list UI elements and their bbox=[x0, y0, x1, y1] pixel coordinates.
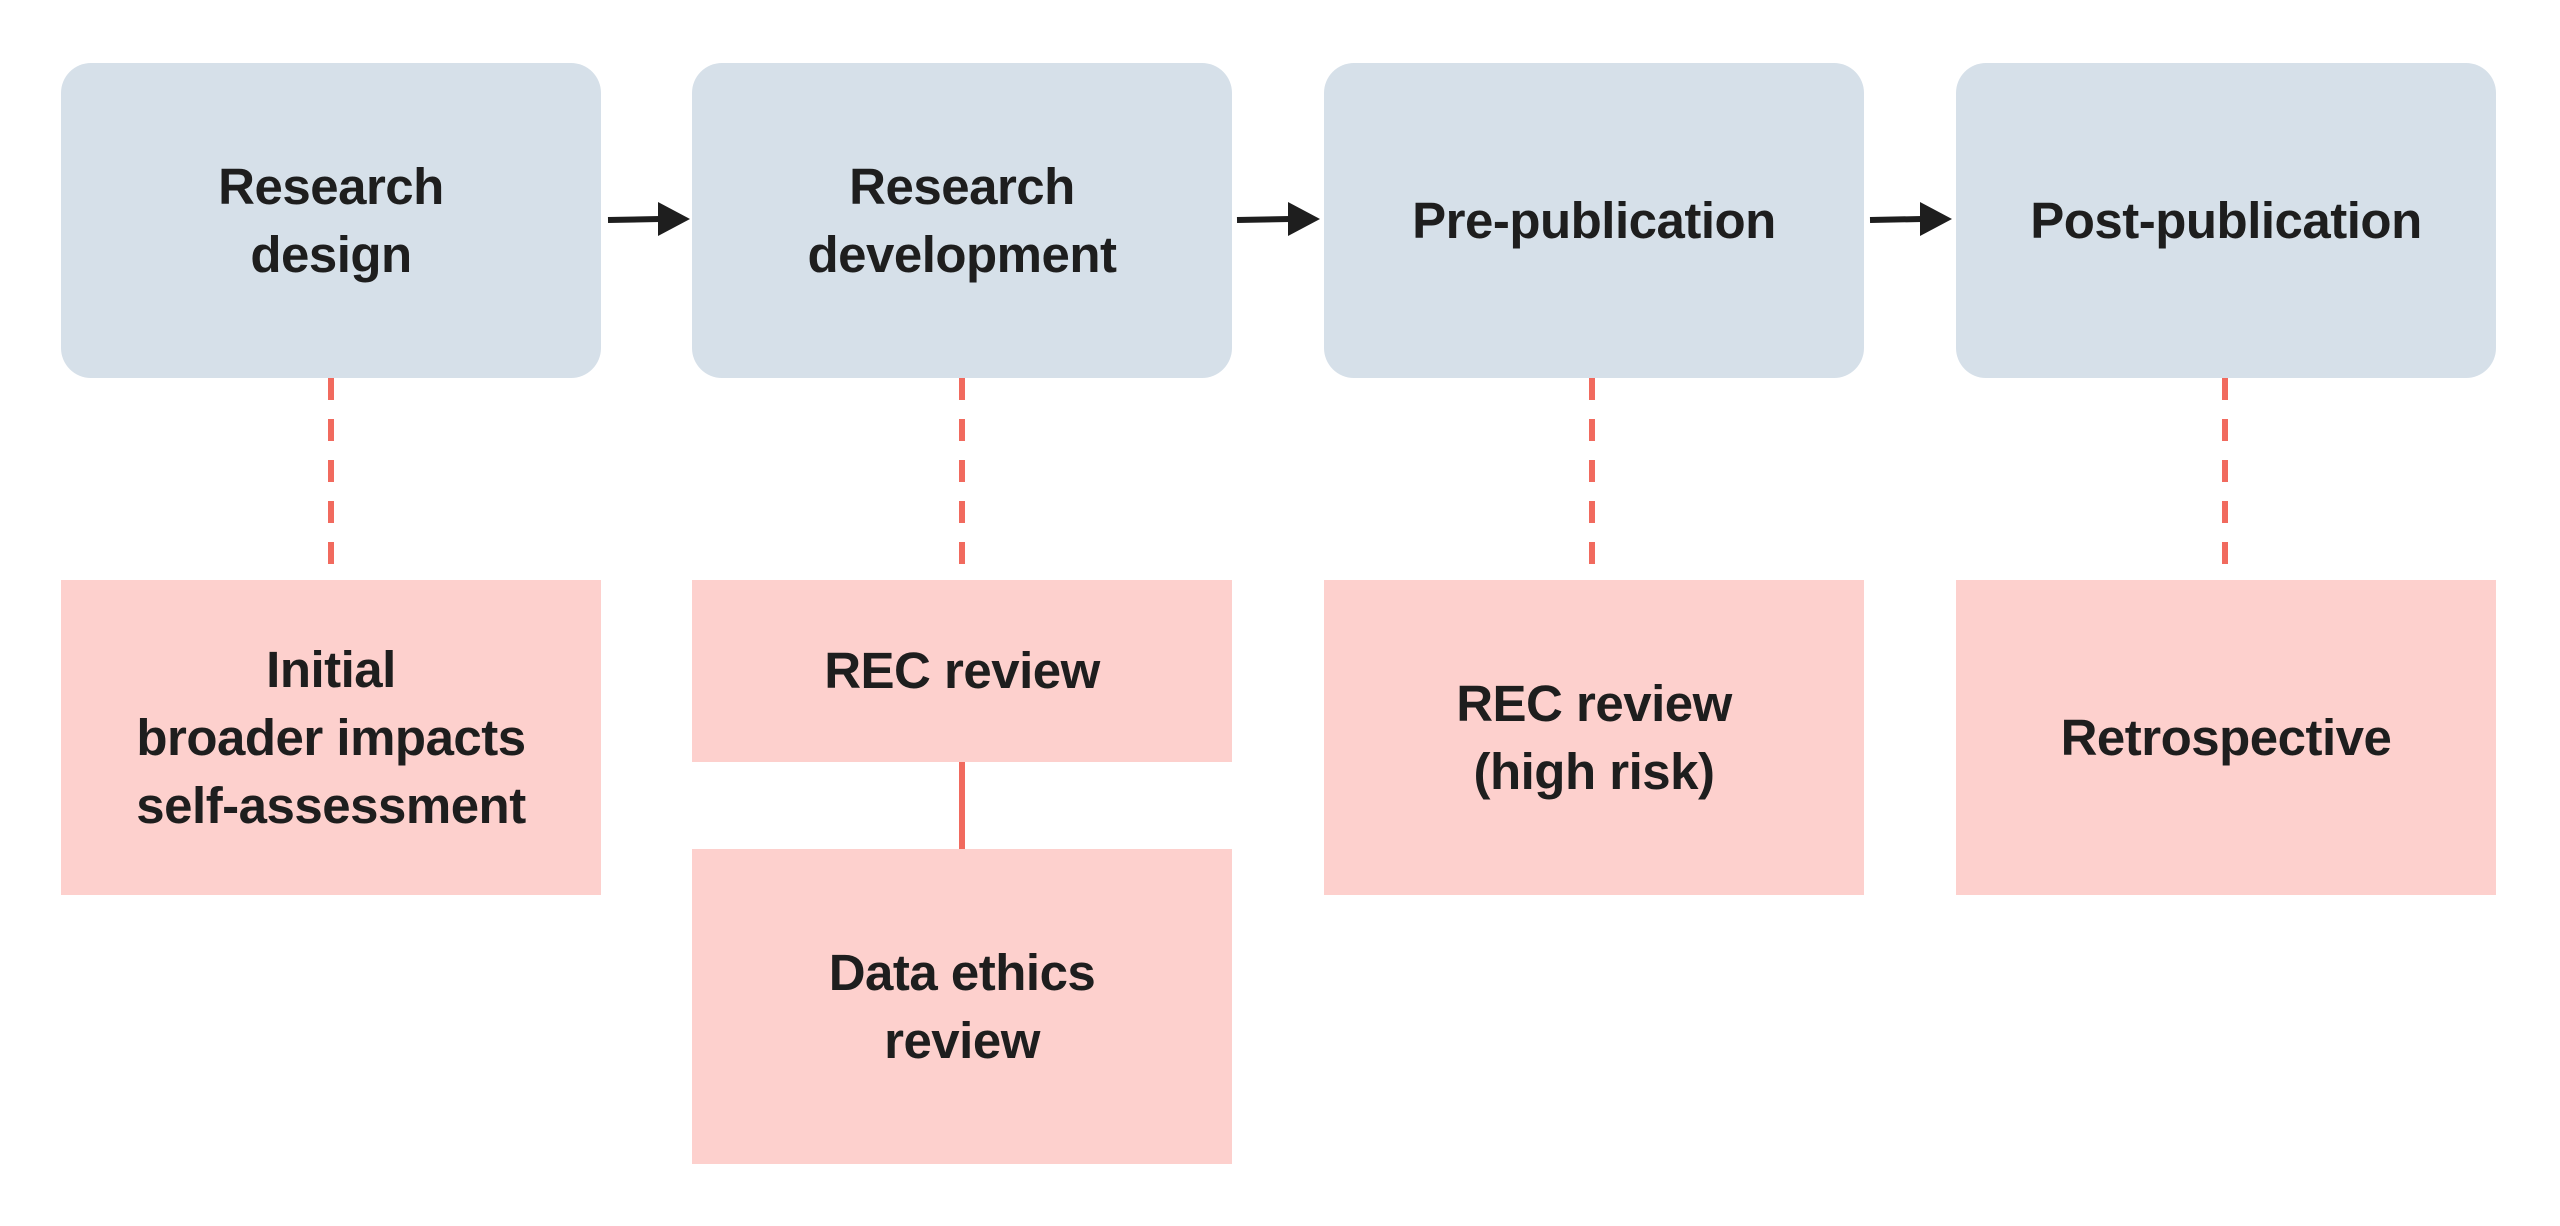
stage-arrow-1 bbox=[607, 202, 690, 236]
review-retrospective: Retrospective bbox=[1956, 580, 2496, 895]
review-rec-review: REC review bbox=[692, 580, 1232, 762]
review-label: Data ethics review bbox=[828, 943, 1096, 1069]
stage-label: Post-publication bbox=[2030, 191, 2422, 249]
stage-post-publication: Post-publication bbox=[1956, 63, 2496, 378]
stage-arrow-2 bbox=[1236, 202, 1320, 236]
review-initial-self-assessment: Initial broader impacts self-assessment bbox=[61, 580, 601, 895]
review-rec-high-risk: REC review (high risk) bbox=[1324, 580, 1864, 895]
stage-label: Research development bbox=[807, 157, 1117, 283]
stage-label: Pre-publication bbox=[1412, 191, 1776, 249]
review-data-ethics: Data ethics review bbox=[692, 849, 1232, 1164]
stage-research-design: Research design bbox=[61, 63, 601, 378]
stage-research-development: Research development bbox=[692, 63, 1232, 378]
review-label: Retrospective bbox=[2060, 708, 2392, 766]
stage-label: Research design bbox=[218, 157, 444, 283]
stage-arrow-3 bbox=[1869, 202, 1952, 236]
review-label: REC review bbox=[824, 642, 1100, 699]
review-label: Initial broader impacts self-assessment bbox=[136, 640, 526, 834]
stage-pre-publication: Pre-publication bbox=[1324, 63, 1864, 378]
review-label: REC review (high risk) bbox=[1456, 674, 1732, 800]
